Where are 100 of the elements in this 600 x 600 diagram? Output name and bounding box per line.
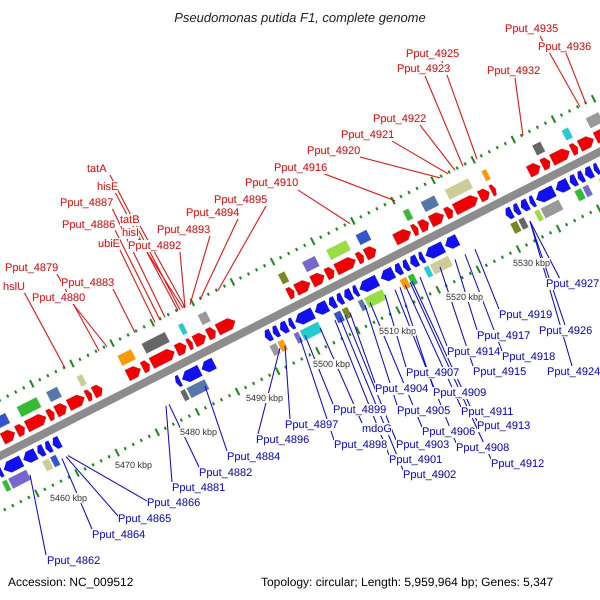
scale-label: 5480 kbp: [180, 426, 218, 437]
leader-line: [322, 172, 396, 202]
gene-label: Pput_4914: [447, 346, 500, 358]
scale-label: 5530 kbp: [513, 258, 550, 268]
gene-label: ubiE: [98, 238, 120, 250]
gene-label: hslU: [3, 281, 26, 293]
leader-line: [454, 258, 478, 330]
scale-label: 5470 kbp: [115, 460, 152, 470]
gene-label: Pput_4913: [477, 420, 530, 432]
leader-line: [284, 345, 290, 420]
gene-label: Pput_4880: [32, 292, 86, 304]
gene-label: Pput_4915: [473, 366, 526, 378]
leader-line: [442, 60, 478, 160]
gene-label: Pput_4921: [341, 129, 394, 141]
gene-label: mdoG: [362, 423, 392, 435]
gene-label: Pput_4935: [505, 23, 558, 35]
gene-label: Pput_4898: [334, 439, 388, 451]
gene-label: Pput_4916: [274, 162, 328, 174]
gene-label: Pput_4905: [397, 405, 450, 417]
gene-label: Pput_4907: [406, 367, 460, 379]
gene-label: Pput_4904: [375, 383, 428, 395]
scale-label: 5490 kbp: [246, 393, 284, 404]
gene-label: Pput_4936: [538, 41, 592, 53]
leader-line: [420, 276, 448, 346]
gene-label: Pput_4894: [186, 207, 240, 219]
gene-label: Pput_4923: [397, 63, 450, 75]
gene-label: Pput_4920: [307, 145, 360, 157]
leader-line: [514, 78, 524, 136]
leader-line: [298, 190, 350, 224]
gene-label: Pput_4892: [128, 240, 182, 252]
gene-label: Pput_4881: [172, 482, 226, 494]
leader-line: [190, 236, 210, 306]
leader-line: [304, 334, 334, 404]
leader-line: [566, 52, 586, 104]
gene-label: hisE: [97, 181, 118, 193]
gene-label: Pput_4924: [547, 366, 600, 378]
gene-label: Pput_4883: [61, 277, 114, 289]
gene-label: tatB: [120, 214, 140, 226]
gene-label: Pput_4897: [285, 419, 338, 431]
leader-line: [166, 405, 172, 482]
accession-label: Accession: NC_009512: [8, 575, 134, 589]
gene-label: hisI: [122, 227, 140, 239]
scale-label: 5520 kbp: [446, 292, 484, 302]
leader-line: [168, 404, 200, 468]
gene-label: Pput_4927: [546, 278, 600, 290]
gene-label: Pput_4918: [502, 351, 556, 363]
gene-label: Pput_4912: [491, 458, 544, 470]
gene-label: Pput_4932: [487, 65, 540, 77]
gene-label: Pput_4895: [214, 194, 268, 206]
leader-line: [384, 294, 406, 368]
map-title: Pseudomonas putida F1, complete genome: [173, 10, 427, 26]
leader-line: [120, 250, 156, 323]
leader-line: [530, 220, 560, 280]
gene-label: Pput_4862: [47, 555, 100, 567]
leader-line: [66, 456, 118, 516]
gene-label: Pput_4903: [396, 439, 450, 451]
leader-line: [360, 156, 440, 178]
leader-line: [200, 218, 238, 300]
gene-label: Pput_4922: [373, 113, 426, 125]
gene-label: Pput_4886: [62, 219, 116, 231]
leader-line: [24, 292, 66, 369]
gene-label: Pput_4887: [60, 197, 114, 209]
gene-label: Pput_4896: [256, 434, 310, 446]
gene-label: tatA: [87, 163, 107, 175]
leader-line: [364, 304, 398, 406]
gene-label: Pput_4879: [5, 262, 58, 274]
leader-line: [474, 248, 500, 310]
leader-line: [424, 76, 464, 167]
scale-label: 5510 kbp: [379, 326, 416, 336]
leader-line: [392, 140, 448, 174]
leader-line: [30, 474, 46, 556]
gene-label: Pput_4925: [406, 48, 460, 60]
leader-line: [180, 252, 186, 308]
leader-line: [204, 386, 228, 452]
leader-line: [258, 348, 280, 434]
gene-label: Pput_4926: [539, 325, 592, 337]
leader-line: [68, 455, 148, 502]
leader-line: [114, 230, 160, 320]
leader-line: [72, 304, 108, 348]
gene-label: Pput_4917: [477, 330, 530, 342]
genome-info-label: Topology: circular; Length: 5,959,964 bp; Genes: 5,347: [261, 575, 554, 589]
gene-label: Pput_4884: [227, 451, 280, 463]
leader-line: [112, 208, 166, 318]
gene-label: Pput_4908: [456, 442, 510, 454]
scale-label: 5500 kbp: [313, 359, 350, 370]
gene-label: Pput_4899: [333, 404, 386, 416]
leader-line: [420, 124, 456, 171]
scale-label: 5460 kbp: [50, 492, 88, 503]
gene-label: Pput_4882: [199, 467, 252, 479]
gene-label: Pput_4919: [499, 309, 552, 321]
gene-label: Pput_4866: [147, 497, 200, 509]
leader-line: [62, 458, 92, 530]
leader-line: [350, 312, 376, 384]
gene-label: Pput_4864: [92, 529, 146, 541]
gene-label: Pput_4910: [245, 177, 298, 189]
gene-label: Pput_4902: [403, 469, 456, 481]
gene-label: Pput_4865: [118, 513, 172, 525]
gene-label: Pput_4909: [433, 387, 486, 399]
leader-line: [218, 206, 266, 291]
gene-label: Pput_4911: [461, 406, 514, 418]
